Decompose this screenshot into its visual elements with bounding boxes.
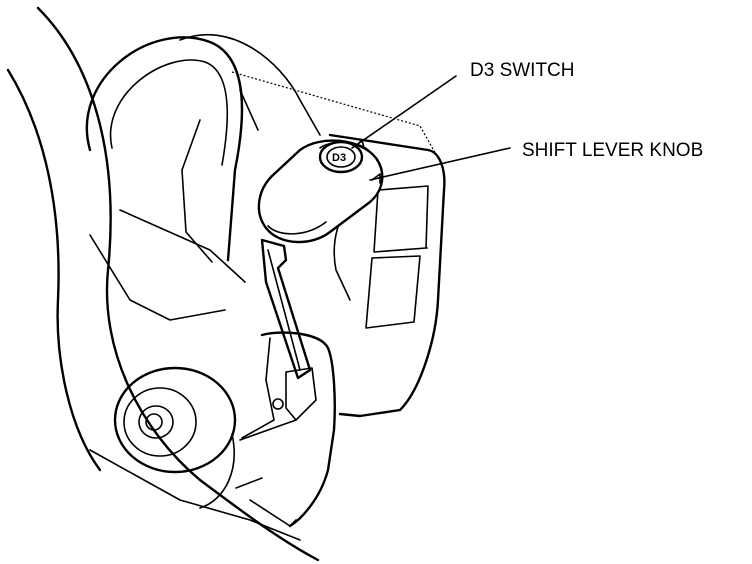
shift-lever-shaft bbox=[260, 238, 312, 380]
callout-leaders bbox=[351, 75, 511, 184]
dial-control bbox=[113, 366, 237, 509]
d3-switch-label: D3 SWITCH bbox=[470, 60, 575, 81]
shift-knob-arrowhead bbox=[371, 173, 381, 184]
lower-dash-edge bbox=[89, 449, 301, 541]
d3-switch-arrowhead bbox=[355, 139, 365, 149]
d3-switch-leader bbox=[351, 75, 457, 149]
shift-gate bbox=[239, 331, 336, 528]
d3-switch-marking: D3 bbox=[332, 152, 346, 164]
d3-switch-button: D3 bbox=[318, 140, 364, 174]
shift-knob-leader bbox=[369, 147, 511, 181]
shift-lever-knob-label: SHIFT LEVER KNOB bbox=[522, 140, 703, 161]
console-arch bbox=[85, 36, 259, 263]
steering-wheel bbox=[6, 6, 320, 562]
